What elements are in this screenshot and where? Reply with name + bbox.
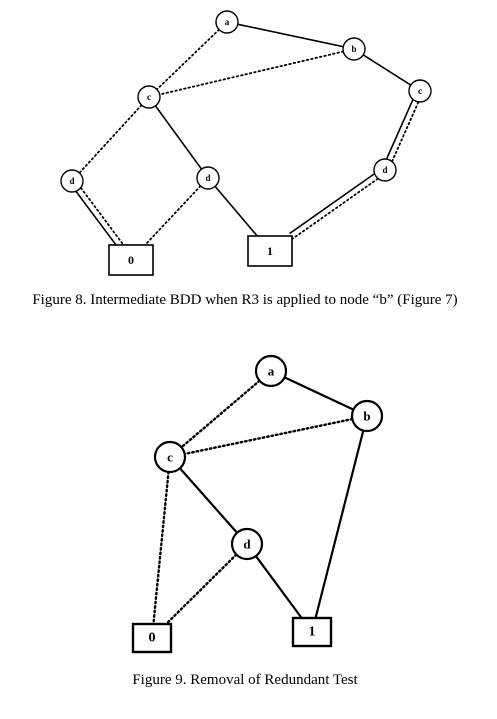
node-t1-terminal: 1 [247,235,293,267]
figure-8-caption: Figure 8. Intermediate BDD when R3 is ap… [32,292,457,308]
node-t0-terminal: 0 [131,622,173,654]
node-label: a [268,364,275,379]
node-a: a [215,10,239,34]
edge-d3-t1-dotted [292,177,379,240]
edge-a-b-solid [237,23,344,48]
edge-d3-t1-solid [289,173,375,235]
node-t0-terminal: 0 [108,244,154,276]
node-t1-terminal: 1 [291,616,333,648]
node-d3: d [373,158,397,182]
edge-c1-d1-dotted [78,104,143,174]
node-c2: c [408,79,432,103]
node-label: 1 [267,244,273,258]
node-label: 0 [128,253,134,267]
edge-c-d-solid [179,467,238,534]
edge-c-t0-dotted [152,470,170,626]
node-label: d [382,165,387,175]
node-d2: d [196,166,220,190]
edge-d1-t0-dotted [80,187,124,245]
node-label: 0 [149,631,156,646]
node-label: d [243,537,251,552]
node-label: c [147,92,151,102]
node-label: b [351,44,356,54]
edge-d-t0-dotted [164,553,238,626]
node-label: c [418,86,422,96]
node-label: a [225,17,230,27]
node-b: b [342,37,366,61]
node-label: c [167,450,173,465]
edge-b-t1-solid [314,430,365,619]
node-d: d [230,527,264,561]
node-label: d [205,173,210,183]
edge-a-b-solid [284,376,354,411]
node-a: a [254,354,288,388]
edge-b-c2-solid [362,54,412,86]
node-label: b [363,409,370,424]
edge-d-t1-solid [255,555,303,619]
figure-9-caption: Figure 9. Removal of Redundant Test [132,672,358,688]
edge-a-c-dotted [180,379,261,449]
edge-b-c1-dotted [158,50,345,96]
edge-b-c-dotted [183,417,354,456]
node-d1: d [60,169,84,193]
edge-a-c1-dotted [156,28,220,91]
edge-c2-d3-solid [385,99,414,160]
figure-9-diagram: a b c d 0 1 [131,354,384,654]
figure-8-diagram: a b c c d d d 0 1 [60,10,432,276]
edge-c1-d2-solid [154,105,203,170]
node-c: c [153,440,187,474]
node-b: b [350,399,384,433]
node-label: d [69,176,74,186]
node-c1: c [137,85,161,109]
edge-d2-t0-dotted [144,185,202,246]
node-label: 1 [309,625,316,640]
edge-c2-d3-dotted [391,101,420,163]
edge-d1-t0-solid [75,191,119,248]
edge-d2-t1-solid [214,185,258,237]
